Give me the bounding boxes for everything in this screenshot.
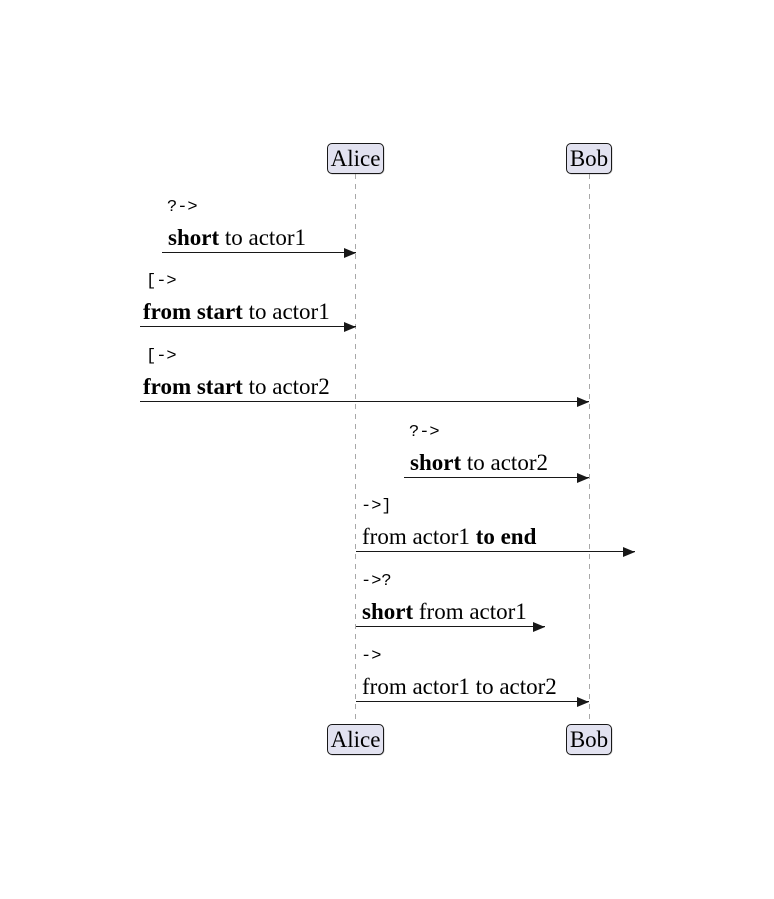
message-label-post: from actor1 xyxy=(413,599,527,624)
message-syntax: [-> xyxy=(146,347,177,366)
message-label-pre: from actor1 xyxy=(362,524,476,549)
lifeline-alice xyxy=(355,174,356,724)
message-arrow xyxy=(404,472,589,483)
message-arrow xyxy=(162,247,356,258)
message-label: short from actor1 xyxy=(362,600,527,623)
message-syntax: ->] xyxy=(361,497,392,516)
message-label: from start to actor1 xyxy=(143,300,330,323)
actor-box-bob-top: Bob xyxy=(566,143,612,174)
message-arrow xyxy=(140,396,589,407)
message-syntax: -> xyxy=(361,647,382,666)
actor-box-bob-bottom: Bob xyxy=(566,724,612,755)
message-syntax: [-> xyxy=(146,272,177,291)
message-syntax: ?-> xyxy=(167,198,198,217)
message-label-post: to actor2 xyxy=(242,374,330,399)
lifeline-bob xyxy=(589,174,590,724)
message-syntax: ->? xyxy=(361,572,392,591)
message-label-post: to actor1 xyxy=(219,225,306,250)
message-label: from actor1 to actor2 xyxy=(362,675,557,698)
message-syntax: ?-> xyxy=(409,423,440,442)
message-label-bold: to end xyxy=(475,524,537,549)
message-arrow xyxy=(140,321,356,332)
message-label: short to actor1 xyxy=(168,226,306,249)
message-label: short to actor2 xyxy=(410,451,548,474)
message-label-post: to actor2 xyxy=(461,450,548,475)
message-arrow xyxy=(356,621,545,632)
message-label-post: to actor1 xyxy=(242,299,330,324)
actor-box-alice-top: Alice xyxy=(327,143,384,174)
message-label-bold: from start xyxy=(143,299,243,324)
message-arrow xyxy=(356,696,589,707)
message-label-bold: short xyxy=(410,450,462,475)
actor-box-alice-bottom: Alice xyxy=(327,724,384,755)
message-label-pre: from actor1 to actor2 xyxy=(362,674,557,699)
message-label: from start to actor2 xyxy=(143,375,330,398)
message-label-bold: short xyxy=(168,225,220,250)
message-label: from actor1 to end xyxy=(362,525,536,548)
message-label-bold: from start xyxy=(143,374,243,399)
message-arrow xyxy=(356,546,635,557)
message-label-bold: short xyxy=(362,599,414,624)
